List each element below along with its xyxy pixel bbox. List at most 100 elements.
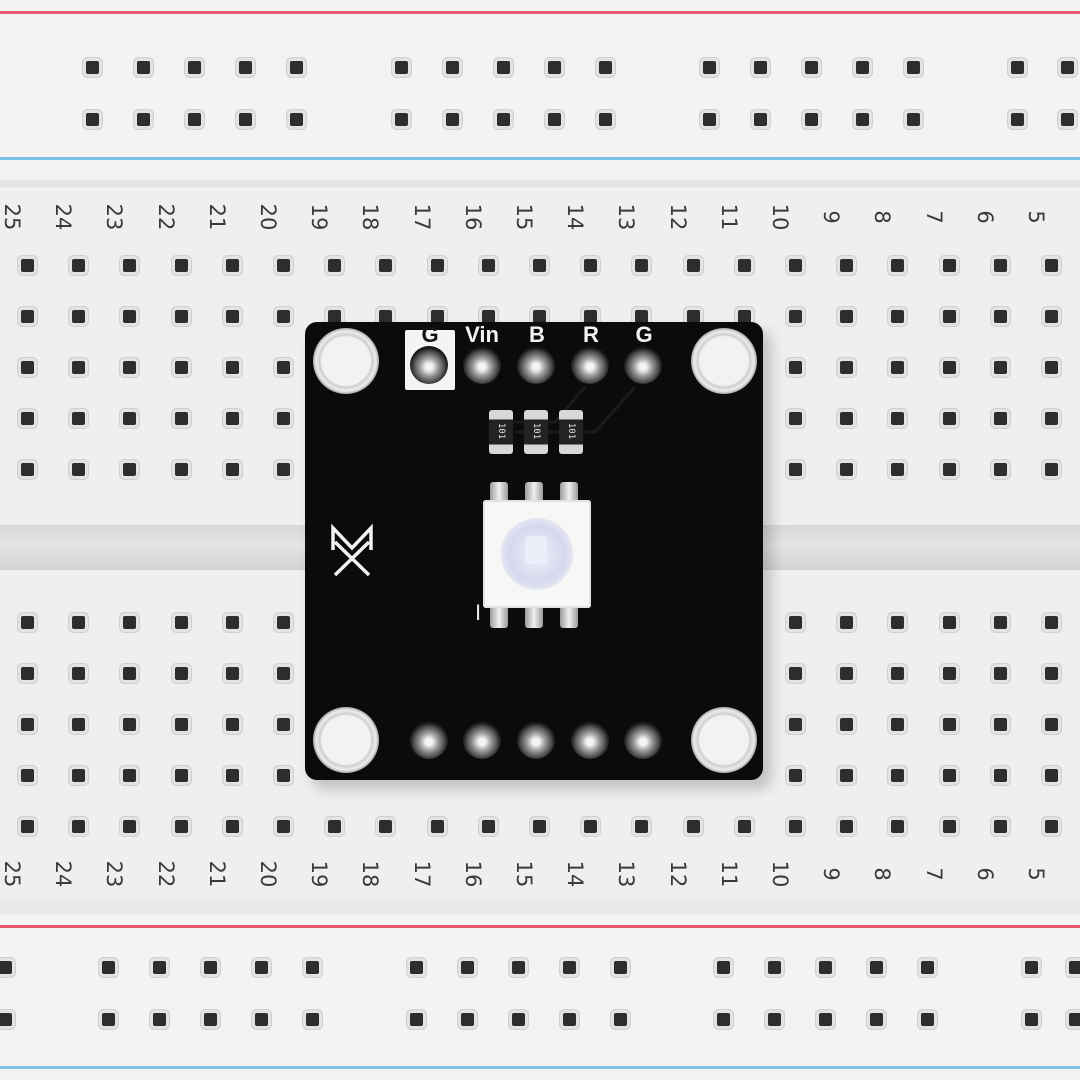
breadboard-hole — [21, 616, 34, 629]
breadboard-hole — [225, 769, 239, 782]
breadboard-hole — [635, 820, 649, 833]
column-number: 11 — [716, 860, 741, 888]
breadboard-hole — [737, 820, 751, 833]
breadboard-hole — [942, 259, 956, 272]
breadboard-hole — [819, 961, 832, 974]
smd-resistor: 101 — [489, 410, 513, 454]
mounting-hole — [313, 328, 379, 394]
pcb-traces — [495, 386, 637, 434]
breadboard-hole — [891, 463, 905, 476]
breadboard-hole — [599, 61, 612, 74]
breadboard-hole — [635, 310, 649, 323]
breadboard-hole — [102, 961, 115, 974]
breadboard-hole — [1045, 259, 1058, 272]
breadboard-hole — [1045, 820, 1058, 833]
breadboard-hole — [789, 769, 802, 782]
breadboard-hole — [635, 259, 649, 272]
breadboard-hole — [174, 718, 188, 731]
breadboard-hole — [1045, 616, 1058, 629]
smd-resistor: 101 — [524, 410, 548, 454]
column-number: 8 — [870, 210, 895, 224]
column-number: 24 — [51, 860, 76, 888]
column-number: 12 — [665, 860, 690, 888]
breadboard-hole — [840, 667, 854, 680]
breadboard-hole — [614, 961, 627, 974]
column-number: 24 — [51, 203, 76, 231]
breadboard-hole — [942, 310, 956, 323]
blue-rail-line — [0, 1066, 1080, 1069]
breadboard-hole — [72, 820, 86, 833]
breadboard-hole — [1025, 961, 1038, 974]
breadboard-hole — [123, 259, 137, 272]
breadboard-hole — [239, 113, 252, 126]
breadboard-hole — [379, 259, 393, 272]
breadboard-hole — [921, 961, 934, 974]
column-number: 19 — [307, 860, 332, 888]
breadboard-hole — [21, 361, 34, 374]
breadboard-hole — [840, 310, 854, 323]
breadboard-hole — [703, 61, 716, 74]
breadboard-hole — [174, 412, 188, 425]
column-number: 22 — [153, 203, 178, 231]
breadboard-hole — [737, 259, 751, 272]
breadboard-hole — [717, 961, 730, 974]
breadboard-hole — [512, 1013, 525, 1026]
breadboard-hole — [840, 718, 854, 731]
breadboard-hole — [461, 1013, 474, 1026]
breadboard-hole — [277, 718, 290, 731]
breadboard-hole — [225, 310, 239, 323]
breadboard-hole — [21, 259, 34, 272]
breadboard-hole — [461, 961, 474, 974]
breadboard-hole — [1045, 463, 1058, 476]
column-number: 21 — [204, 860, 229, 888]
pin-label-g2: G — [635, 322, 653, 347]
column-number: 23 — [102, 860, 127, 888]
led-die — [525, 536, 547, 564]
breadboard-hole — [1025, 1013, 1038, 1026]
column-number: 8 — [870, 867, 895, 881]
breadboard-hole — [277, 463, 290, 476]
breadboard-hole — [584, 820, 598, 833]
breadboard-hole — [72, 412, 86, 425]
breadboard-hole — [993, 667, 1007, 680]
breadboard-hole — [840, 769, 854, 782]
solder-pad — [463, 346, 501, 384]
breadboard-hole — [72, 718, 86, 731]
led-lead — [490, 606, 508, 628]
breadboard-hole — [942, 616, 956, 629]
solder-pad — [517, 346, 555, 384]
breadboard-hole — [137, 61, 150, 74]
breadboard-hole — [225, 616, 239, 629]
column-number: 20 — [256, 860, 280, 888]
breadboard-hole — [789, 820, 802, 833]
breadboard-hole — [174, 820, 188, 833]
breadboard-hole — [123, 616, 137, 629]
breadboard-hole — [204, 1013, 217, 1026]
breadboard-hole — [72, 463, 86, 476]
breadboard-hole — [21, 667, 34, 680]
red-rail-line — [0, 11, 1080, 14]
solder-pad — [571, 721, 609, 759]
breadboard-hole — [942, 769, 956, 782]
breadboard-hole — [410, 1013, 423, 1026]
breadboard-hole — [255, 961, 268, 974]
column-number: 10 — [768, 860, 792, 888]
breadboard-hole — [686, 820, 700, 833]
breadboard-hole — [789, 718, 802, 731]
breadboard-hole — [21, 820, 34, 833]
breadboard-hole — [870, 961, 883, 974]
breadboard-hole — [754, 61, 767, 74]
breadboard-hole — [907, 61, 920, 74]
column-number: 22 — [153, 860, 178, 888]
breadboard-hole — [225, 667, 239, 680]
breadboard-hole — [1069, 1013, 1080, 1026]
breadboard-hole — [86, 61, 99, 74]
breadboard-hole — [1045, 361, 1058, 374]
breadboard-hole — [856, 113, 869, 126]
breadboard-hole — [789, 361, 802, 374]
breadboard-hole — [533, 310, 546, 323]
column-number: 19 — [307, 203, 332, 231]
breadboard-hole — [204, 961, 217, 974]
breadboard-hole — [123, 667, 137, 680]
